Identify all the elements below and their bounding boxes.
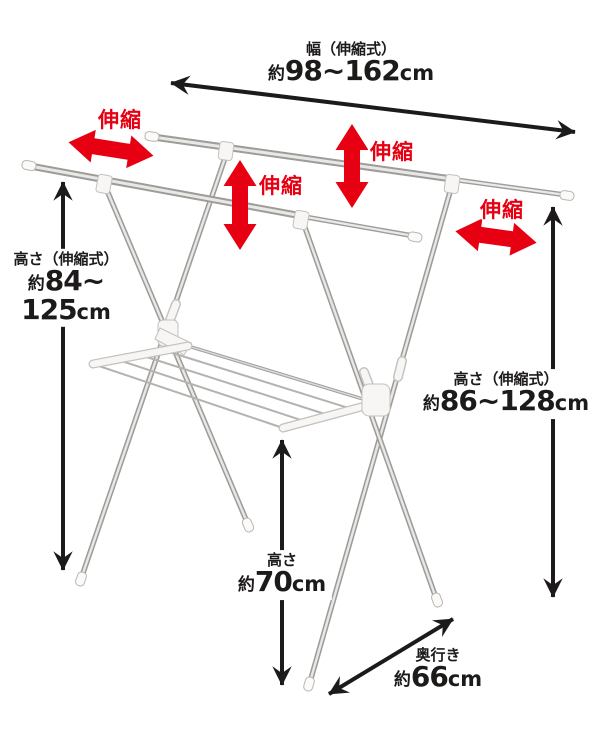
width-dimension-arrow	[170, 75, 576, 140]
extension-arrow-mid-left	[223, 160, 257, 250]
extension-label-upper-center: 伸縮	[370, 140, 414, 164]
bar-end-cap	[21, 159, 37, 172]
x-frame-legs	[75, 141, 461, 692]
height-right-label-value: 約86~128cm	[422, 384, 590, 418]
bar-end-cap	[407, 231, 423, 243]
extension-arrows	[68, 124, 537, 256]
extension-arrow-top-left	[68, 129, 154, 169]
depth-dimension-label: 奥行き 約66cm	[393, 647, 483, 694]
foot-cap	[75, 571, 87, 587]
bar-slider-joint	[95, 173, 113, 195]
extension-label-mid-left: 伸縮	[259, 174, 303, 198]
height-left-label-value-1: 約84~	[27, 264, 105, 298]
width-label-title: 幅（伸縮式）	[305, 40, 396, 59]
bar-slider-joint	[292, 209, 310, 231]
height-right-label-title: 高さ（伸縮式）	[453, 370, 559, 389]
width-dimension-label: 幅（伸縮式） 約98~162cm	[267, 40, 435, 88]
depth-dimension-arrow	[327, 617, 455, 696]
bar-slider-joint	[217, 141, 235, 161]
foot-cap	[241, 517, 255, 533]
foot-cap	[431, 592, 443, 608]
width-label-value: 約98~162cm	[267, 54, 435, 88]
top-bar-back	[144, 131, 575, 201]
extension-arrow-right	[455, 218, 537, 256]
bar-slider-joint	[443, 174, 461, 194]
height-left-dimension-label: 高さ（伸縮式） 約84~ 125cm	[7, 248, 125, 328]
bar-end-cap	[559, 190, 575, 201]
top-bar-front	[21, 159, 423, 243]
height-left-label-value-2: 125cm	[21, 292, 111, 326]
bar-end-cap	[144, 131, 160, 142]
extension-label-top-left: 伸縮	[98, 108, 142, 132]
foot-cap	[303, 676, 315, 692]
height-right-dimension-label: 高さ（伸縮式） 約86~128cm	[416, 369, 596, 419]
extension-label-right: 伸縮	[480, 198, 524, 222]
extension-arrow-upper-center	[335, 124, 369, 208]
height-center-label-value: 約70cm	[237, 565, 327, 599]
x-pivot-joint-right	[361, 383, 391, 417]
depth-label-value: 約66cm	[393, 660, 483, 694]
height-center-dimension-label: 高さ 約70cm	[231, 550, 333, 600]
wire-shelf	[88, 327, 391, 433]
